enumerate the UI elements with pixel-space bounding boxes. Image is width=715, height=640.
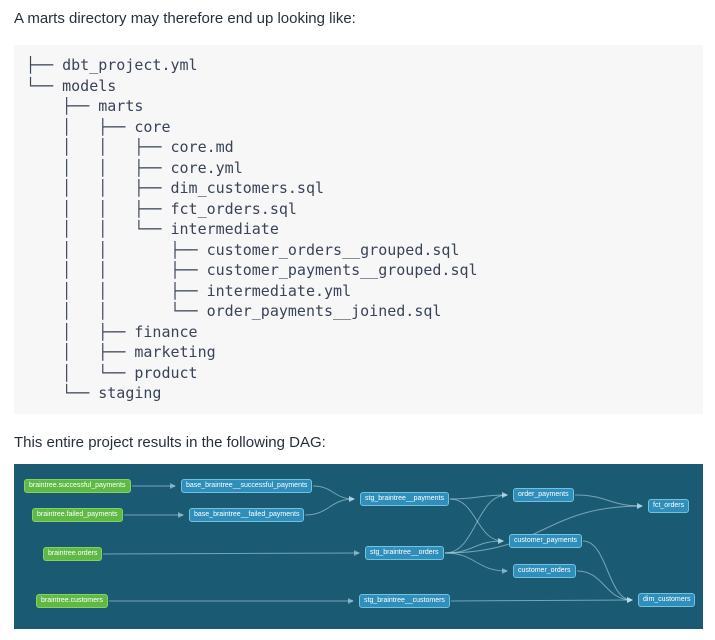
- dag-node-order-payments: order_payments: [513, 487, 574, 502]
- dag-node-braintree-customers: braintree.customers: [36, 593, 108, 608]
- intro-text: A marts directory may therefore end up l…: [14, 10, 356, 27]
- dag-edge-customer-orders--dim-customers: [576, 570, 633, 603]
- dag-edge-order-payments--fct-orders: [574, 494, 643, 509]
- dag-node-braintree-failed-payments: braintree.failed_payments: [32, 507, 123, 522]
- dag-node-base-braintree-failed-payments: base_braintree__failed_payments: [189, 507, 305, 522]
- dag-edge-stg-braintree-orders--fct-orders: [444, 502, 643, 553]
- dag-node-stg-braintree-customers: stg_braintree__customers: [359, 593, 450, 608]
- dag-panel[interactable]: braintree.successful_payments base_braint…: [14, 463, 703, 629]
- dag-node-customer-orders: customer_orders: [513, 563, 576, 578]
- dag-node-dim-customers: dim_customers: [638, 592, 696, 607]
- dag-edge-stg-braintree-orders--customer-orders: [444, 552, 508, 574]
- dag-caption: This entire project results in the follo…: [14, 433, 326, 451]
- dag-edge-stg-braintree-payments--order-payments: [449, 491, 508, 499]
- dag-node-stg-braintree-payments: stg_braintree__payments: [360, 491, 449, 506]
- dag-node-stg-braintree-orders: stg_braintree__orders: [365, 545, 444, 560]
- dag-edge-stg-braintree-payments--customer-payments: [449, 498, 504, 544]
- directory-tree-code-block: ├── dbt_project.yml └── models ├── marts…: [14, 45, 703, 414]
- dag-node-customer-payments: customer_payments: [509, 533, 583, 548]
- dag-edge-base-braintree-successful-payments--stg-braintree-payments: [312, 485, 355, 502]
- dag-edge-stg-braintree-orders--order-payments: [444, 491, 508, 553]
- dag-edge-braintree-orders--stg-braintree-orders: [102, 549, 360, 556]
- dag-edge-stg-braintree-customers--dim-customers: [450, 596, 633, 603]
- dag-node-fct-orders: fct_orders: [648, 498, 690, 513]
- dag-node-base-braintree-successful-payments: base_braintree__successful_payments: [181, 478, 313, 493]
- dag-node-braintree-successful-payments: braintree.successful_payments: [24, 478, 131, 493]
- dag-edge-customer-payments--dim-customers: [582, 540, 633, 603]
- dag-edge-base-braintree-failed-payments--stg-braintree-payments: [304, 495, 355, 515]
- dag-node-braintree-orders: braintree.orders: [43, 546, 103, 561]
- dag-edges-svg: [102, 482, 643, 604]
